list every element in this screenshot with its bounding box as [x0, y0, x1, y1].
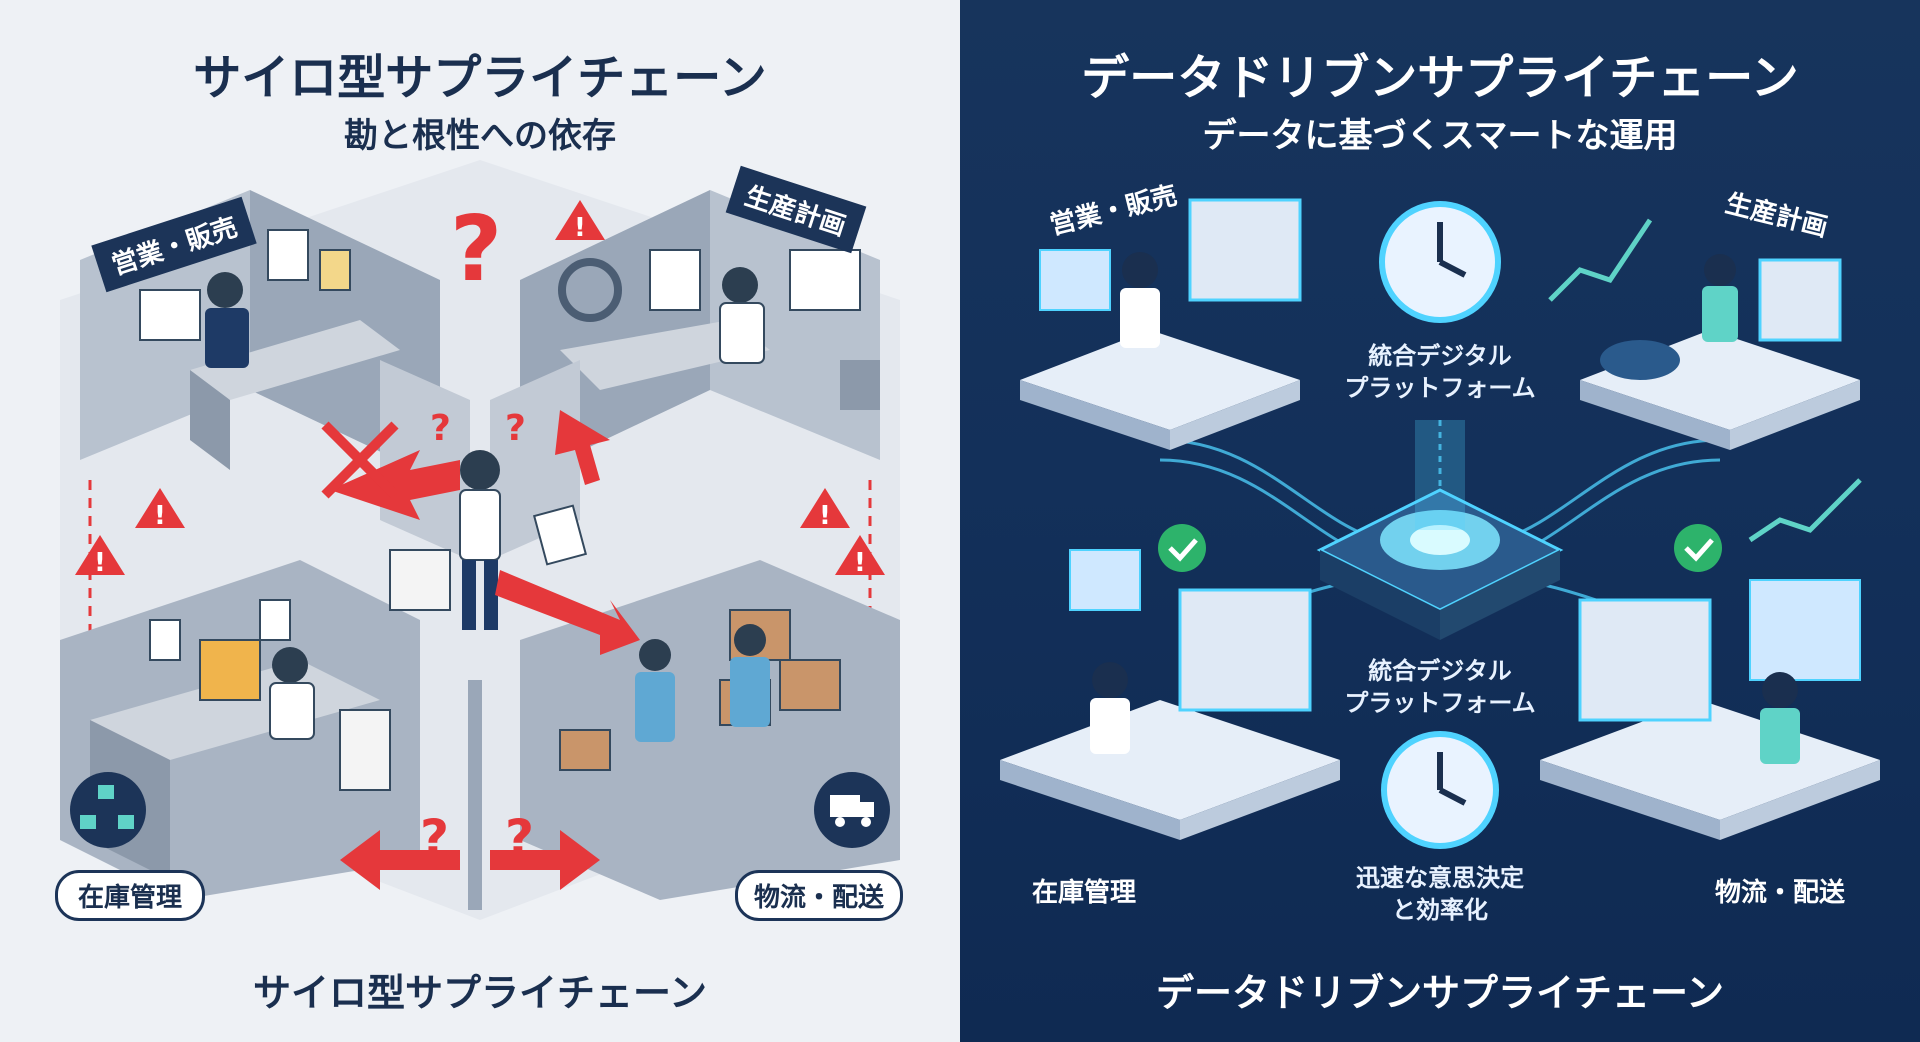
label-logistics: 物流・配送: [735, 870, 904, 921]
clock-icon: [1381, 731, 1499, 849]
warning-icon: !: [555, 200, 605, 243]
datadriven-illustration: [1000, 198, 1880, 849]
platform-label-top: 統合デジタル プラットフォーム: [1344, 342, 1536, 402]
svg-text:!: !: [819, 501, 831, 531]
warning-icon: !: [75, 535, 125, 578]
network-icon: [70, 772, 146, 848]
central-hub: [1316, 420, 1564, 640]
datadriven-title: データドリブンサプライチェーン: [1081, 50, 1799, 106]
silo-panel: サイロ型サプライチェーン 勘と根性への依存: [0, 0, 960, 1042]
decision-label: 迅速な意思決定 と効率化: [1356, 864, 1524, 924]
datadriven-subtitle: データに基づくスマートな運用: [1202, 116, 1678, 156]
question-mark-icon: ?: [420, 809, 449, 867]
label-inventory: 在庫管理: [1032, 878, 1137, 908]
clock-icon: [1379, 201, 1501, 323]
desk-inventory: [1000, 549, 1340, 840]
svg-text:!: !: [854, 548, 866, 578]
red-arrows: [321, 410, 640, 890]
divider-pole: [468, 680, 482, 910]
check-icon: [1674, 524, 1722, 572]
question-mark-icon: ?: [450, 197, 502, 302]
label-logistics: 物流・配送: [1715, 878, 1846, 908]
question-mark-icon: ?: [505, 809, 534, 867]
check-icon: [1158, 524, 1206, 572]
warning-icon: !: [135, 488, 185, 531]
svg-text:!: !: [574, 213, 586, 243]
desk-sales: [1020, 198, 1302, 450]
datadriven-bottom-title: データドリブンサプライチェーン: [1155, 971, 1725, 1015]
silo-bottom-title: サイロ型サプライチェーン: [252, 971, 708, 1015]
confused-person: [389, 450, 588, 630]
warning-icon: !: [835, 535, 885, 578]
question-mark-icon: ?: [505, 408, 526, 449]
svg-text:!: !: [94, 548, 106, 578]
desk-production: [1548, 218, 1860, 450]
question-mark-icon: ?: [430, 408, 451, 449]
label-inventory: 在庫管理: [55, 870, 206, 921]
silo-title: サイロ型サプライチェーン: [193, 50, 767, 106]
truck-icon: [814, 772, 890, 848]
platform-label-mid: 統合デジタル プラットフォーム: [1344, 657, 1536, 717]
desk-logistics: [1540, 478, 1880, 840]
svg-text:!: !: [154, 501, 166, 531]
warning-icon: !: [800, 488, 850, 531]
data-driven-panel: データドリブンサプライチェーン データに基づくスマートな運用: [960, 0, 1920, 1042]
silo-subtitle: 勘と根性への依存: [344, 116, 616, 156]
